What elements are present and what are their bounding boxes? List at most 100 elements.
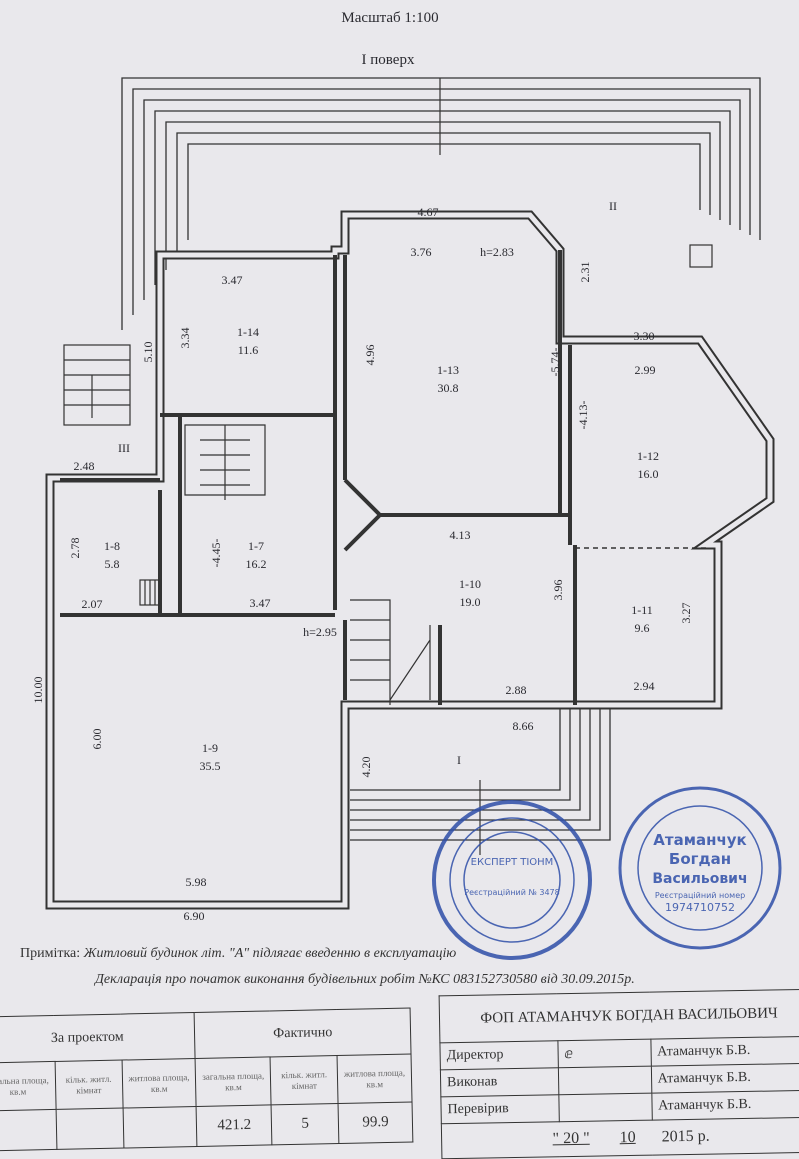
room-area: 19.0	[460, 595, 481, 609]
signature	[558, 1066, 652, 1095]
room-area: 16.0	[638, 467, 659, 481]
signature	[558, 1093, 652, 1122]
step-line	[350, 705, 561, 791]
step-line	[143, 99, 741, 300]
room-area: 11.6	[238, 343, 259, 357]
dimension-label: 2.94	[634, 679, 655, 693]
step-line	[154, 110, 731, 285]
dimension-label: 3.27	[679, 603, 693, 624]
dimension-label: 8.66	[513, 719, 534, 733]
company-name: ФОП АТАМАНЧУК БОГДАН ВАСИЛЬОВИЧ	[439, 989, 799, 1043]
dimension-label: -4.13-	[576, 401, 590, 430]
dimension-label: -5.74-	[548, 348, 562, 377]
step-line	[350, 705, 571, 801]
room-id: 1-7	[248, 539, 264, 553]
column-header: загальна площа, кв.м	[0, 1061, 56, 1112]
dimension-label: 3.76	[411, 245, 432, 259]
dimension-label: 2.88	[506, 683, 527, 697]
dimension-label: 4.13	[450, 528, 471, 542]
zone-label: I	[457, 753, 461, 767]
table-cell	[0, 1109, 57, 1151]
dimension-label: 6.00	[90, 729, 104, 750]
note-text: Житловий будинок літ. "А" підлягає введе…	[83, 946, 457, 961]
stamp-reg: 1974710752	[665, 901, 735, 914]
group-header: За проектом	[0, 1012, 196, 1064]
walls	[45, 78, 775, 910]
note-label: Примітка:	[20, 946, 81, 961]
stamp-expert: ЕКСПЕРТ ТІОНМ Реєстраційний № 3478	[432, 800, 592, 960]
stamp-name: Васильович	[652, 871, 747, 887]
role-label: Директор	[439, 1040, 559, 1070]
room-area: 30.8	[438, 381, 459, 395]
role-label: Виконав	[440, 1067, 559, 1097]
signer-name: Атаманчук Б.В.	[650, 1063, 799, 1094]
stamp-reg-label: Реєстраційний номер	[655, 891, 745, 900]
dimension-label: 4.20	[359, 757, 373, 778]
dimension-label: 3.34	[178, 328, 192, 349]
table-cell	[122, 1106, 198, 1149]
dimension-label: 5.98	[186, 875, 207, 889]
dimension-label: 3.30	[634, 329, 655, 343]
room-id: 1-12	[637, 449, 659, 463]
room-area: 16.2	[246, 557, 267, 571]
step-line	[176, 132, 711, 255]
date-field: " 20 " 10 2015 р.	[441, 1117, 799, 1159]
signer-name: Атаманчук Б.В.	[651, 1090, 799, 1121]
step-line	[121, 77, 761, 330]
dimension-label: h=2.83	[480, 245, 514, 259]
dimension-label: 4.67	[418, 205, 439, 219]
dimension-label: 10.00	[31, 677, 45, 704]
step-line	[165, 121, 721, 270]
zone-label: III	[118, 441, 130, 455]
table-cell: 5	[271, 1103, 340, 1145]
column-header: кільк. житл. кімнат	[54, 1060, 123, 1110]
dimension-label: 2.78	[68, 538, 82, 559]
stamp-title: ЕКСПЕРТ ТІОНМ	[471, 857, 554, 868]
dimension-label: 2.31	[578, 262, 592, 283]
stamps: ЕКСПЕРТ ТІОНМ Реєстраційний № 3478 Атама…	[432, 786, 782, 960]
step-line	[350, 705, 601, 831]
column-header: кільк. житл. кімнат	[270, 1055, 339, 1105]
date-month: 10	[619, 1128, 636, 1147]
signer-name: Атаманчук Б.В.	[650, 1036, 799, 1067]
dimension-label: 2.07	[82, 597, 103, 611]
table-cell	[55, 1108, 124, 1150]
signature: ⅇ	[557, 1039, 651, 1068]
date-day: " 20 "	[552, 1129, 590, 1148]
signature-table: ФОП АТАМАНЧУК БОГДАН ВАСИЛЬОВИЧ Директор…	[439, 989, 799, 1159]
column-header: житлова площа, кв.м	[337, 1053, 413, 1104]
room-id: 1-13	[437, 363, 459, 377]
area-table: За проектом Фактично загальна площа, кв.…	[0, 1007, 413, 1151]
stamp-name: Атаманчук	[653, 831, 746, 849]
column-header: загальна площа, кв.м	[195, 1056, 272, 1107]
room-area: 9.6	[635, 621, 650, 635]
floor-label: I поверх	[362, 52, 415, 68]
note-line-1: Примітка: Житловий будинок літ. "А" підл…	[20, 946, 456, 962]
stamp-name: Богдан	[669, 850, 731, 868]
room-id: 1-14	[237, 325, 259, 339]
stamp-fop: Атаманчук Богдан Васильович Реєстраційни…	[618, 786, 782, 950]
table-cell: 99.9	[338, 1101, 413, 1144]
column-header: житлова площа, кв.м	[121, 1058, 197, 1109]
table-cell: 421.2	[196, 1104, 273, 1147]
note-line-2: Декларація про початок виконання будівел…	[95, 972, 635, 987]
step-line	[350, 705, 581, 811]
room-area: 35.5	[200, 759, 221, 773]
dimension-label: 3.96	[551, 580, 565, 601]
dimension-label: 3.47	[250, 596, 271, 610]
date-year: 2015 р.	[661, 1127, 710, 1146]
dimension-label: h=2.95	[303, 625, 337, 639]
dimension-label: 5.10	[141, 342, 155, 363]
step-line	[187, 143, 701, 240]
dimension-label: 3.47	[222, 273, 243, 287]
role-label: Перевірив	[440, 1094, 559, 1124]
room-id: 1-10	[459, 577, 481, 591]
group-header: Фактично	[194, 1008, 412, 1059]
dimension-label: 4.96	[363, 345, 377, 366]
room-id: 1-9	[202, 741, 218, 755]
exterior-steps	[121, 77, 761, 841]
dimension-label: 2.48	[74, 459, 95, 473]
dimension-label: 6.90	[184, 909, 205, 923]
